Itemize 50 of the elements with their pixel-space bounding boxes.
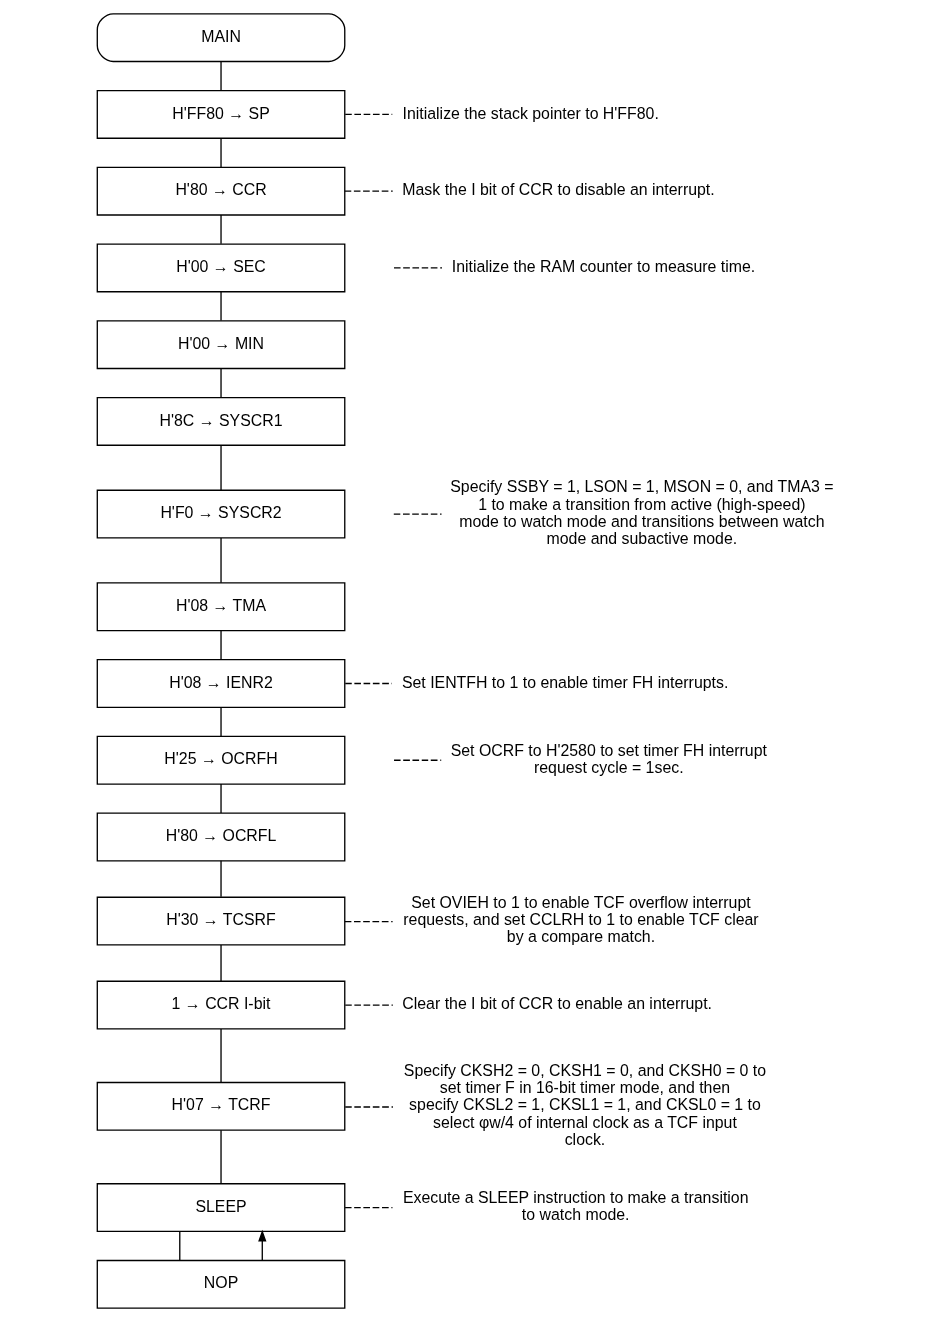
connector: [343, 190, 393, 192]
node-box: 1 → CCR I-bit: [96, 980, 345, 1030]
node-box: SLEEP: [96, 1183, 345, 1233]
node-text: Initialize the RAM counter to measure time.: [451, 258, 755, 276]
node-text: Set IENTFH to 1 to enable timer FH interrupts.: [401, 673, 728, 691]
connector: [178, 1230, 180, 1261]
node-box: NOP: [96, 1259, 345, 1309]
connector: [219, 537, 222, 584]
node-box: H'30 → TCSRF: [96, 896, 345, 946]
connector: [219, 1028, 222, 1083]
connector: [219, 291, 222, 322]
connector: [392, 513, 442, 515]
connector: [219, 444, 222, 491]
connector: [219, 1129, 222, 1185]
node-text: Execute a SLEEP instruction to make a transition to watch mode.: [402, 1189, 749, 1224]
connector: [219, 860, 222, 898]
node-text: Mask the I bit of CCR to disable an interrupt.: [401, 181, 715, 199]
connector: [219, 367, 222, 398]
arrow: [257, 1229, 266, 1262]
connector: [219, 783, 222, 814]
connector: [392, 759, 442, 761]
node-text: Set OCRF to H'2580 to set timer FH interrupt request cycle = 1sec.: [450, 741, 767, 776]
node-box: H'FF80 → SP: [96, 89, 345, 139]
node-text: Initialize the stack pointer to H'FF80.: [402, 104, 659, 122]
connector: [343, 1206, 393, 1209]
connector: [219, 706, 222, 737]
connector: [219, 944, 222, 982]
node-text: Specify CKSH2 = 0, CKSH1 = 0, and CKSH0 = 0 to set timer F in 16-bit timer mode, and then specify CKSL2 = 1, CKSL1 = 1, and CKSL0 = 1 to select φw/4 of internal clock as a TCF input clock.: [403, 1062, 766, 1148]
node-box: H'25 → OCRFH: [96, 735, 345, 785]
connector: [219, 60, 222, 91]
node-box: H'80 → CCR: [96, 166, 345, 216]
node-box: H'F0 → SYSCR2: [96, 489, 345, 539]
connector: [392, 267, 443, 269]
connector: [344, 1106, 394, 1108]
node-box: H'07 → TCRF: [96, 1081, 345, 1131]
node-box: H'80 → OCRFL: [96, 812, 345, 862]
node-text: Specify SSBY = 1, LSON = 1, MSON = 0, and TMA3 = 1 to make a transition from active (high-speed) mode to watch mode and transitions between watch mode and subactive mode.: [449, 478, 833, 548]
node-box: H'00 → MIN: [96, 320, 345, 370]
node-text: Clear the I bit of CCR to enable an interrupt.: [401, 995, 712, 1013]
connector: [219, 214, 222, 245]
connector: [219, 137, 222, 168]
connector: [344, 1004, 393, 1006]
node-text: Set OVIEH to 1 to enable TCF overflow interrupt requests, and set CCLRH to 1 to enable TCF clear by a compare match.: [402, 893, 759, 946]
node-box: H'8C → SYSCR1: [96, 396, 345, 446]
node-box: MAIN: [96, 13, 345, 63]
node-box: H'08 → IENR2: [96, 659, 345, 708]
connector: [219, 629, 222, 661]
connector: [343, 921, 393, 923]
node-box: H'08 → TMA: [96, 582, 345, 632]
node-box: H'00 → SEC: [96, 243, 345, 293]
